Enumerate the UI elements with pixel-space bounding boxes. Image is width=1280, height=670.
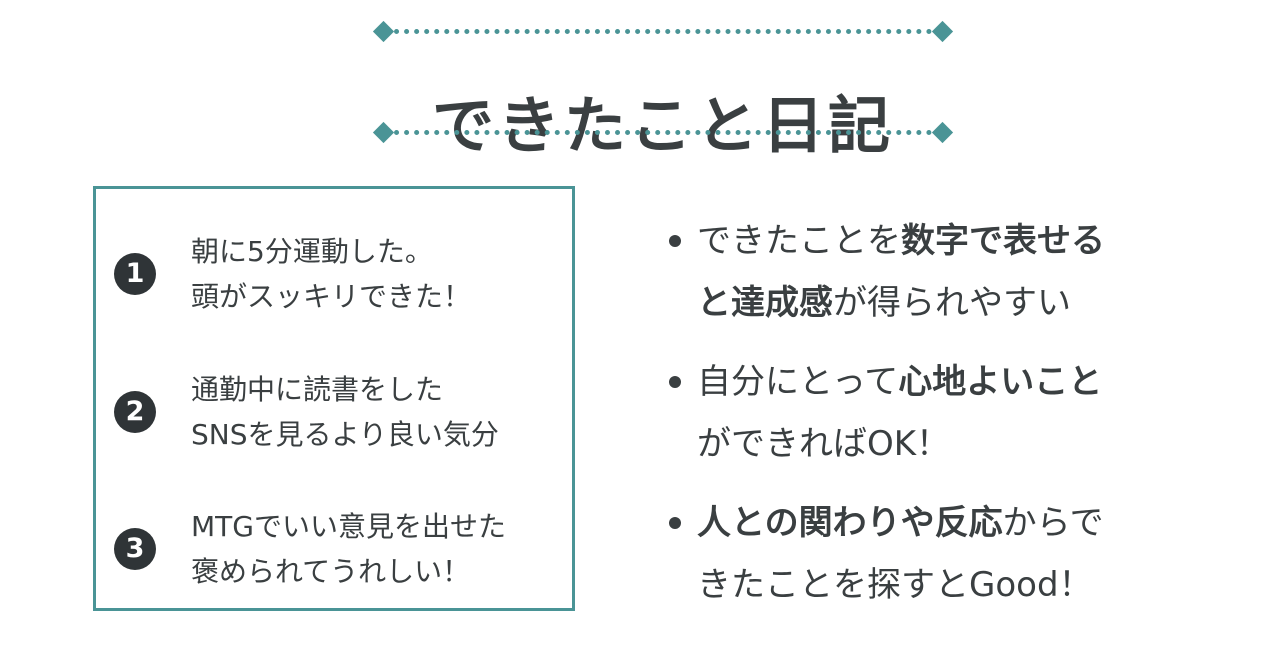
- diamond-ornament: [931, 20, 954, 43]
- tip-text: 自分にとって: [697, 362, 899, 402]
- tip-item: 自分にとって心地よいこと ができればOK！: [665, 351, 1225, 475]
- tip-text: が得られやすい: [833, 283, 1071, 323]
- example-text: 通勤中に読書をした SNSを見るより良い気分: [191, 367, 576, 457]
- tip-emphasis: 人との関わりや反応: [697, 503, 1003, 543]
- tip-text: きたことを探すとGood！: [697, 565, 1093, 605]
- diamond-ornament: [372, 20, 395, 43]
- tip-emphasis: 数字で表せる: [901, 221, 1105, 261]
- tip-line: 自分にとって心地よいこと: [697, 351, 1225, 413]
- example-item: 3 MTGでいい意見を出せた 褒められてうれしい！: [111, 504, 571, 594]
- tip-item: できたことを数字で表せる と達成感が得られやすい: [665, 210, 1225, 334]
- tip-text: ができればOK！: [697, 424, 951, 464]
- page-title: できたこと日記: [431, 88, 894, 162]
- bullet-dot: [669, 235, 681, 247]
- example-line: SNSを見るより良い気分: [191, 418, 499, 451]
- examples-box: 1 朝に5分運動した。 頭がスッキリできた！ 2 通勤中に読書をした SNSを見…: [93, 186, 575, 611]
- bullet-dot: [669, 376, 681, 388]
- tips-list: できたことを数字で表せる と達成感が得られやすい 自分にとって心地よいこと がで…: [665, 210, 1225, 616]
- tip-item: 人との関わりや反応からで きたことを探すとGood！: [665, 492, 1225, 616]
- example-line: MTGでいい意見を出せた: [191, 510, 506, 543]
- number-badge: 3: [114, 528, 156, 570]
- tip-line: きたことを探すとGood！: [697, 554, 1225, 616]
- tip-text: できたことを: [697, 221, 901, 261]
- tip-emphasis: 心地よいこと: [898, 362, 1103, 402]
- title-banner: できたこと日記: [372, 18, 954, 162]
- bullet-dot: [669, 517, 681, 529]
- tip-line: と達成感が得られやすい: [697, 272, 1225, 334]
- number-badge: 1: [114, 253, 156, 295]
- tip-emphasis: と達成感: [697, 283, 833, 323]
- example-line: 褒められてうれしい！: [191, 555, 471, 588]
- example-line: 通勤中に読書をした: [191, 373, 444, 406]
- dotted-divider-top: [384, 29, 942, 34]
- tip-line: できたことを数字で表せる: [697, 210, 1225, 272]
- example-text: 朝に5分運動した。 頭がスッキリできた！: [191, 229, 576, 319]
- example-item: 1 朝に5分運動した。 頭がスッキリできた！: [111, 229, 571, 319]
- dotted-divider-bottom: [384, 130, 942, 135]
- example-line: 頭がスッキリできた！: [191, 280, 472, 313]
- example-text: MTGでいい意見を出せた 褒められてうれしい！: [191, 504, 576, 594]
- tip-line: 人との関わりや反応からで: [697, 492, 1225, 554]
- example-item: 2 通勤中に読書をした SNSを見るより良い気分: [111, 367, 571, 457]
- tip-line: ができればOK！: [697, 413, 1225, 475]
- example-line: 朝に5分運動した。: [191, 235, 433, 268]
- tip-text: からで: [1002, 503, 1104, 543]
- number-badge: 2: [114, 391, 156, 433]
